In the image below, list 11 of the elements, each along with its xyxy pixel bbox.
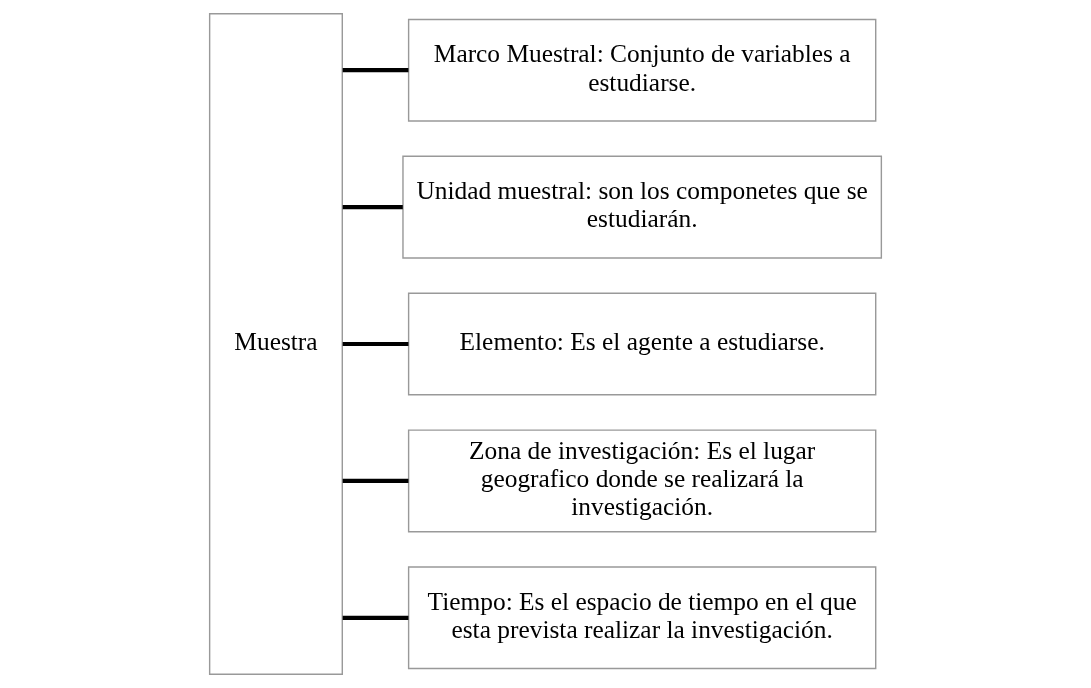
connector — [342, 615, 409, 620]
connector — [342, 68, 409, 73]
node-box: Marco Muestral: Conjunto de variables a estudiarse. — [407, 18, 877, 122]
node-box: Tiempo: Es el espacio de tiempo en el que esta prevista realizar la investigación. — [407, 566, 877, 670]
connector — [342, 478, 409, 483]
node-box: Unidad muestral: son los componetes que se estudiarán. — [402, 155, 883, 259]
connector — [342, 341, 409, 347]
node-box: Muestra — [208, 13, 343, 675]
node-box: Zona de investigación: Es el lugar geografico donde se realizará la investigación. — [407, 429, 877, 533]
node-box: Elemento: Es el agente a estudiarse. — [407, 292, 877, 396]
connector — [342, 205, 403, 210]
